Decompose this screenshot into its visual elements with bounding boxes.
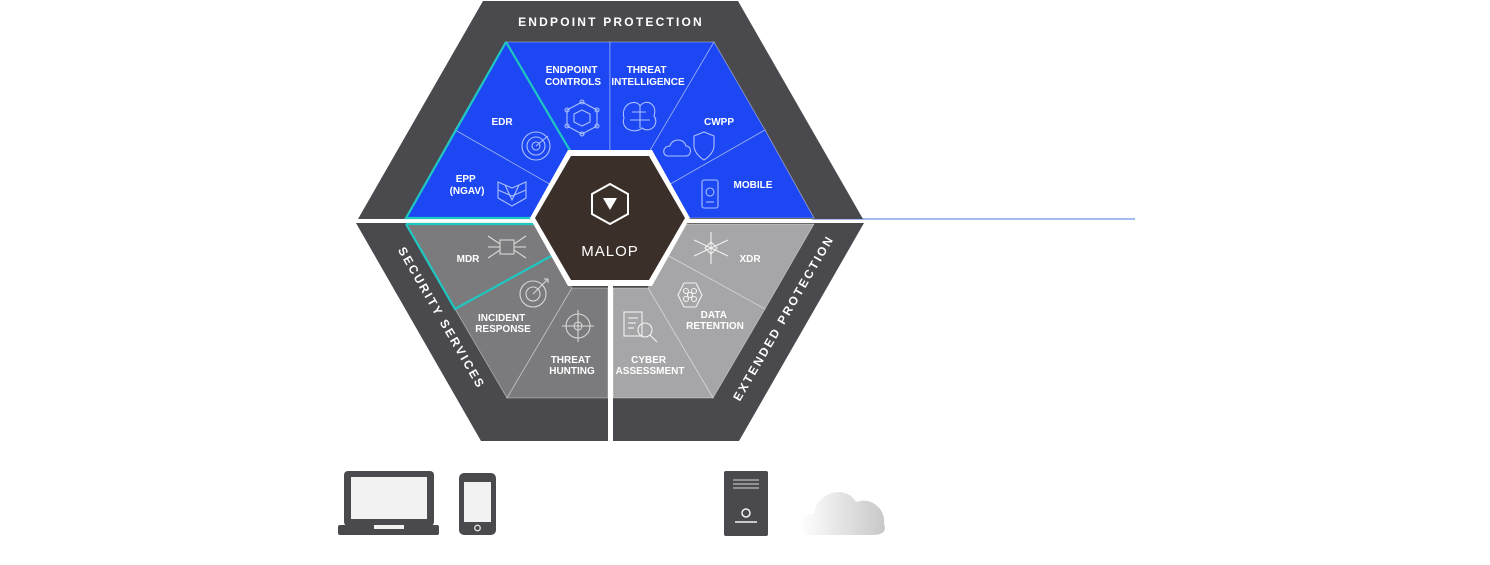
label-mobile: MOBILE [734, 180, 773, 191]
target-icon [519, 278, 549, 308]
network-nodes-icon [564, 99, 600, 137]
radar-icon [521, 131, 551, 161]
sector-title-endpoint-protection: ENDPOINT PROTECTION [518, 15, 704, 29]
converge-arrows-icon [693, 232, 729, 264]
label-cwpp: CWPP [704, 117, 734, 128]
phone-icon [459, 473, 496, 535]
shield-layers-icon [497, 181, 527, 207]
label-threat-intelligence: THREAT INTELLIGENCE [611, 65, 685, 88]
brain-icon [622, 101, 657, 132]
label-mdr: MDR [457, 254, 481, 265]
segment-cyber-assessment[interactable] [612, 287, 714, 399]
core-hexagon[interactable] [535, 156, 685, 280]
report-magnifier-icon [623, 311, 658, 343]
label-threat-hunting: THREAT HUNTING [549, 355, 595, 377]
server-icon [724, 471, 768, 536]
label-incident-response: INCIDENT RESPONSE [475, 313, 531, 335]
label-endpoint-controls: ENDPOINT CONTROLS [545, 65, 601, 88]
label-cyber-assessment: CYBER ASSESSMENT [616, 355, 685, 377]
label-epp: EPP (NGAV) [450, 174, 485, 197]
malop-logo-icon [591, 182, 629, 226]
label-xdr: XDR [739, 254, 761, 265]
laptop-icon [338, 471, 439, 535]
data-hex-icon [677, 282, 703, 308]
network-flow-icon [487, 235, 527, 259]
label-edr: EDR [491, 117, 513, 128]
cloud-shield-icon [663, 131, 715, 161]
core-label: MALOP [581, 243, 639, 260]
label-data-retention: DATA RETENTION [686, 310, 744, 332]
crosshair-bug-icon [562, 310, 594, 342]
mobile-device-icon [701, 179, 719, 209]
cloud-icon [799, 492, 885, 535]
